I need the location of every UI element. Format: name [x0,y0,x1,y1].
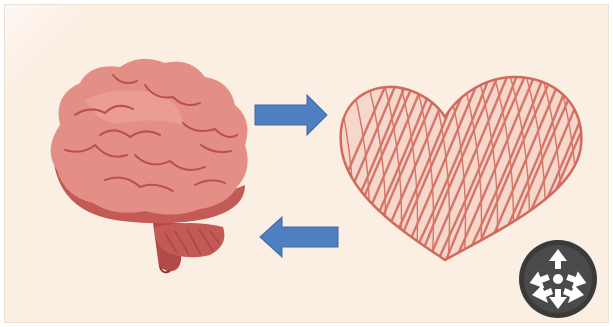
illustration [5,5,609,323]
expand-arrows-icon[interactable] [519,240,597,318]
heart-scribble-stroke [571,65,594,275]
heart-scribble-stroke [602,65,609,275]
arrow-right-icon [255,95,327,135]
slide-canvas [4,4,609,323]
heart-scribble-stroke [593,65,609,275]
heart-scribble-stroke [584,65,609,275]
heart-scribble-stroke [575,65,609,275]
heart-scribble-stroke [587,65,609,275]
arrow-left-icon [260,217,338,257]
brain-icon [51,59,248,273]
